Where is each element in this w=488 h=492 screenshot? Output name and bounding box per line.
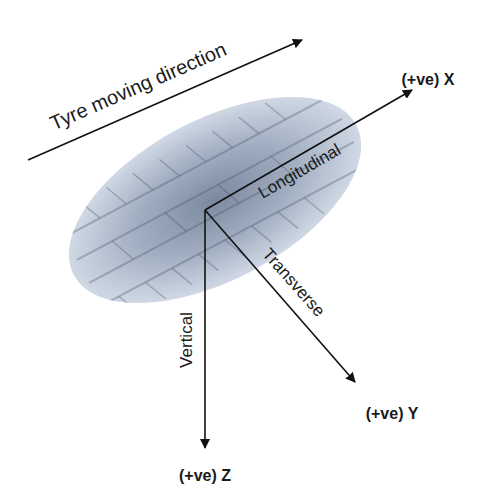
axis-label: (+ve) X (402, 71, 455, 89)
x-axis (205, 90, 412, 210)
axis-label: (+ve) Z (179, 467, 231, 485)
direction-arrow (28, 40, 302, 160)
z-axis (204, 210, 206, 448)
axis-label: (+ve) Y (366, 405, 419, 423)
axis-name: Vertical (178, 312, 197, 368)
y-axis (205, 210, 355, 382)
